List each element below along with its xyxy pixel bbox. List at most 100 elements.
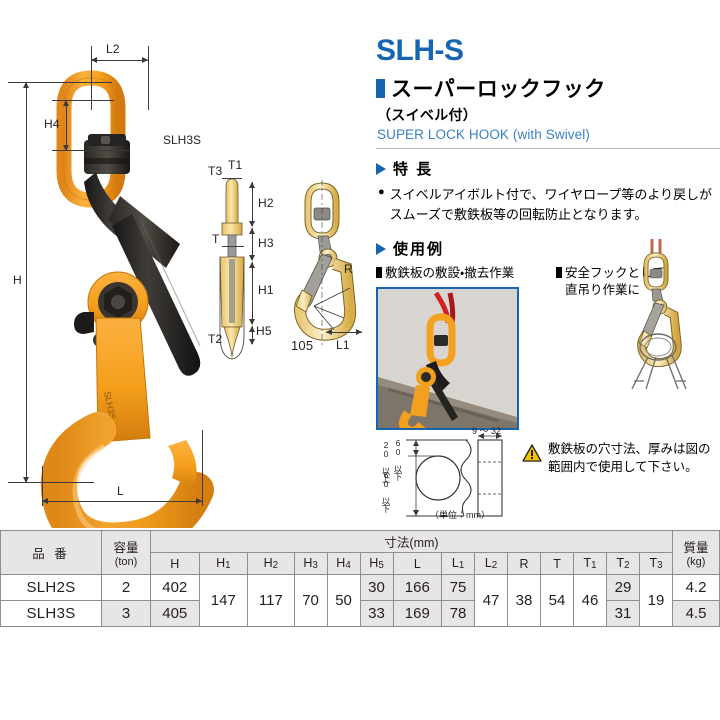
usage-caption-1-text: 敷鉄板の敷設・撤去作業 <box>385 266 515 280</box>
cell-mass-2: 4.5 <box>672 600 720 627</box>
th-dim-H5: H5 <box>359 552 394 575</box>
cell-L-2: 169 <box>392 600 443 627</box>
dim-arrow-H2-down <box>249 221 255 227</box>
th-capacity-line2: (ton) <box>114 556 138 568</box>
hole-dim-bottom: 60 以下 <box>381 470 391 512</box>
spec-table-container: 品 番 容量 (ton) 寸法(mm) 質量 (kg) H H1 H2 H3 <box>0 530 720 627</box>
technical-drawings: SLH3S L2 H4 H <box>0 0 366 528</box>
dim-label-H1: H1 <box>258 283 274 297</box>
dim-label-T1: T1 <box>228 158 243 172</box>
th-dim-H: H <box>150 552 200 575</box>
dim-arrow-H5-down <box>249 339 255 345</box>
warning-text: 敷鉄板の穴寸法、厚みは図の 範囲内で使用して下さい。 <box>548 440 720 476</box>
usage-illustration <box>631 239 687 389</box>
dim-arrow-H-up <box>23 82 29 88</box>
usage-caption-1: 敷鉄板の敷設・撤去作業 <box>376 265 556 282</box>
dim-arrow-H4-down <box>63 145 69 151</box>
product-name-jp-row: スーパーロックフック <box>376 73 720 103</box>
usage-photo <box>376 286 519 430</box>
cell-H-2: 405 <box>150 600 200 627</box>
dim-arrow-H5-up <box>249 326 255 332</box>
th-dim-R: R <box>507 552 542 575</box>
dim-line-H2 <box>252 182 253 226</box>
cell-H4: 50 <box>326 574 361 627</box>
th-mass: 質量 (kg) <box>672 530 720 575</box>
cell-capacity-2: 3 <box>101 600 151 627</box>
dim-label-R: R <box>344 262 353 276</box>
th-dim-H3: H3 <box>293 552 328 575</box>
dim-arrow-H3-down <box>249 255 255 261</box>
cell-model-1: SLH2S <box>0 574 102 601</box>
square-bullet-icon-2 <box>556 267 562 278</box>
usage-caption-2-line2: 直吊り作業に <box>565 282 641 297</box>
usage-caption-2: 安全フックとして 直吊り作業に <box>556 265 720 299</box>
product-name-en: SUPER LOCK HOOK (with Swivel) <box>377 127 590 142</box>
hole-dim-mid: 60 以下 <box>393 438 403 480</box>
cell-H-1: 402 <box>150 574 200 601</box>
cell-T2-2: 31 <box>605 600 640 627</box>
dim-arrow-L1-left <box>326 329 332 335</box>
th-dim-T1: T1 <box>573 552 607 575</box>
ext-line-L2-a <box>91 46 92 110</box>
th-model: 品 番 <box>0 530 102 575</box>
drawing-model-label: SLH3S <box>163 133 202 147</box>
cell-H1: 147 <box>198 574 249 627</box>
usage-examples-row: 敷鉄板の敷設・撤去作業 <box>376 239 720 430</box>
hole-profile-drawing <box>406 439 472 517</box>
ext-line-H4-a <box>52 100 114 101</box>
cell-mass-1: 4.2 <box>672 574 720 601</box>
dim-label-L: L <box>117 484 124 498</box>
feature-item: ● スイベルアイボルト付で、ワイヤロープ等のより戻しがスムーズで敷鉄板等の回転防… <box>378 185 720 224</box>
cell-capacity-1: 2 <box>101 574 151 601</box>
th-dim-T2: T2 <box>605 552 640 575</box>
product-info-panel: SLH-S スーパーロックフック （スイベル付） SUPER LOCK HOOK… <box>376 36 720 430</box>
th-dim-T3: T3 <box>638 552 674 575</box>
main-product-drawing: SLH3S <box>40 70 214 528</box>
usage-example-2: 安全フックとして 直吊り作業に <box>556 239 720 430</box>
cell-R: 38 <box>507 574 542 627</box>
th-mass-line2: (kg) <box>686 556 706 568</box>
product-name-jp: スーパーロックフック <box>391 78 606 101</box>
th-dim-H2: H2 <box>247 552 295 575</box>
dim-arrow-H1-down <box>249 319 255 325</box>
cell-T1: 46 <box>573 574 607 627</box>
dim-arrow-H3-up <box>249 228 255 234</box>
unit-note: （単位：mm） <box>430 510 490 520</box>
plate-thickness-drawing <box>477 433 503 517</box>
cell-T3: 19 <box>638 574 674 627</box>
cell-H5-1: 30 <box>359 574 394 601</box>
dim-label-H5: H5 <box>256 324 272 338</box>
dim-label-H: H <box>13 273 22 287</box>
dim-line-H1 <box>252 262 253 324</box>
cell-T2-1: 29 <box>605 574 640 601</box>
usage-heading: 使用例 <box>376 238 720 259</box>
dim-arrow-H2-up <box>249 182 255 188</box>
round-bullet-icon: ● <box>378 186 385 198</box>
cell-H2: 117 <box>247 574 295 627</box>
table-row: SLH3S 3 405 33 169 78 31 4.5 <box>0 600 720 627</box>
square-bullet-icon <box>376 267 382 278</box>
dim-arrow-L2-left <box>91 57 97 63</box>
dim-line-H <box>26 82 27 482</box>
dim-line-L <box>42 501 202 502</box>
ext-line-L-a <box>42 466 43 506</box>
cell-L1-1: 75 <box>441 574 476 601</box>
blue-square-marker <box>376 78 385 98</box>
plate-thickness-label: 9 ～ 32 <box>472 426 502 436</box>
table-row: SLH2S 2 402 147 117 70 50 30 166 75 47 3… <box>0 574 720 627</box>
hook-outline-drawing <box>294 180 357 348</box>
th-mass-line1: 質量 <box>683 541 709 555</box>
cell-T: 54 <box>540 574 574 627</box>
warning-triangle-icon <box>522 444 542 462</box>
th-dimensions: 寸法(mm) <box>150 530 673 553</box>
th-dim-L1: L1 <box>441 552 476 575</box>
th-dim-T: T <box>540 552 574 575</box>
usage-photo-image <box>378 288 517 428</box>
dim-arrow-L-right <box>196 498 546 504</box>
dim-label-H3: H3 <box>258 236 274 250</box>
th-dim-H1: H1 <box>198 552 249 575</box>
dim-arrow-L2-right <box>142 57 492 63</box>
product-name-suffix: （スイベル付） <box>377 107 478 123</box>
table-header-row-1: 品 番 容量 (ton) 寸法(mm) 質量 (kg) <box>0 530 720 575</box>
cell-H3: 70 <box>293 574 328 627</box>
